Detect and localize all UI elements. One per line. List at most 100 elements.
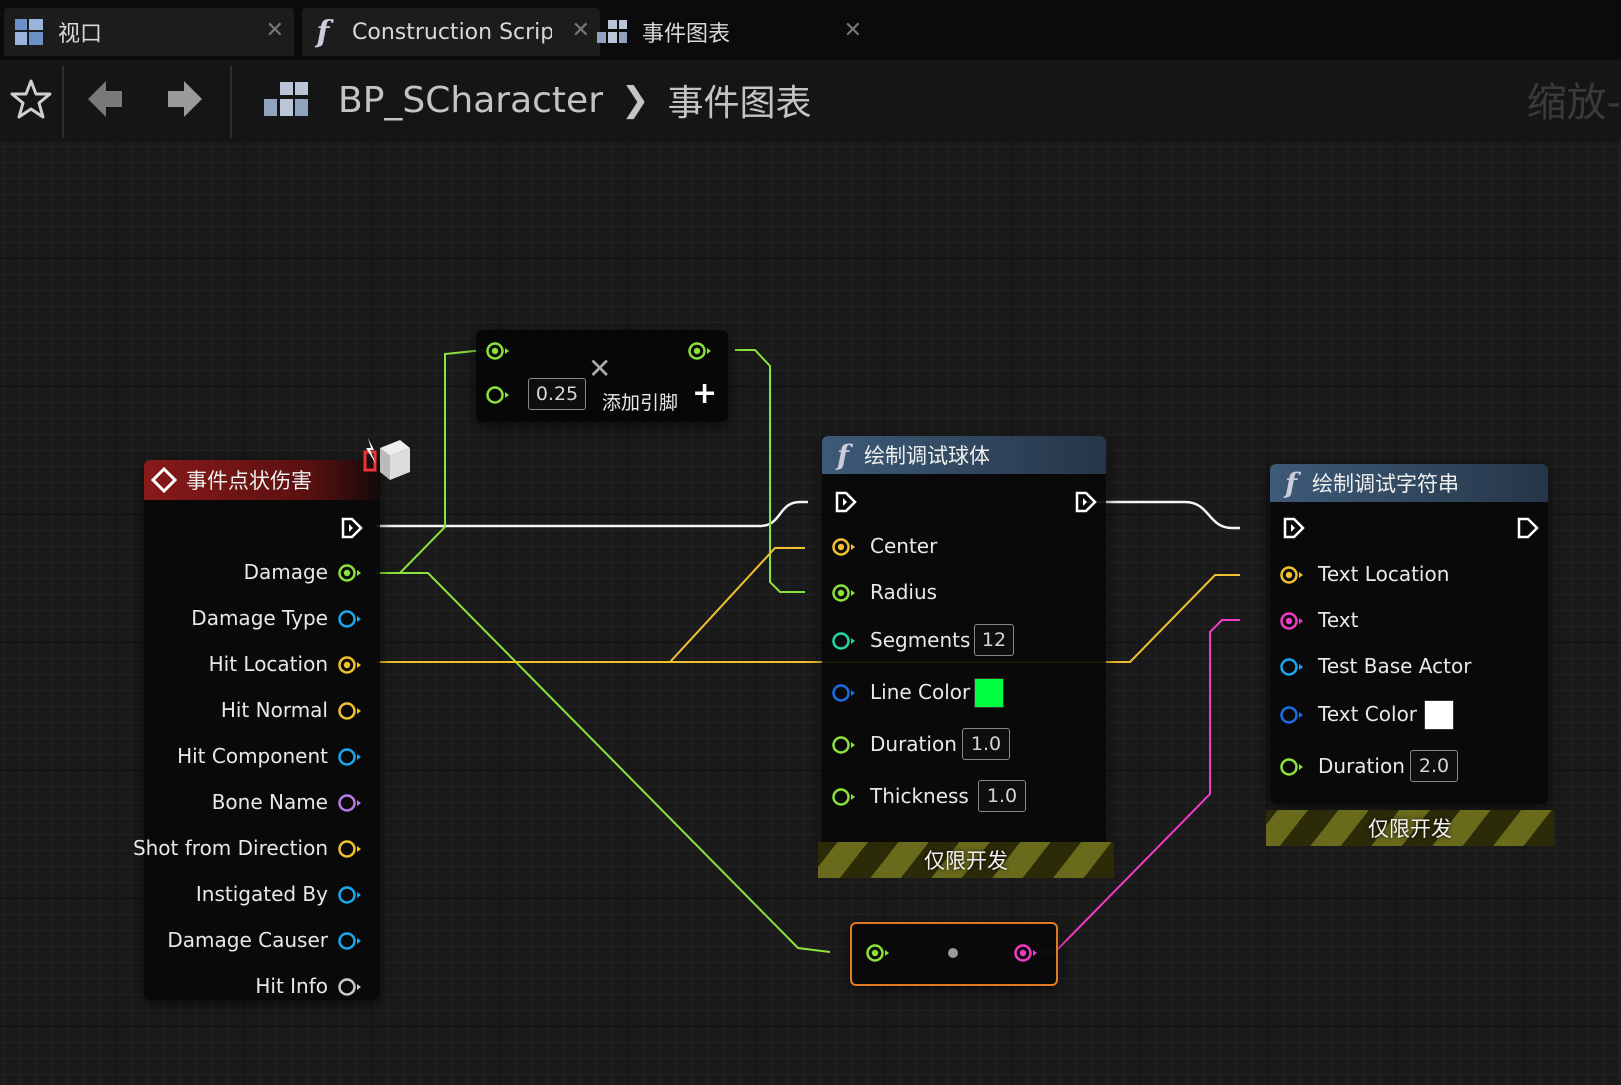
vector-input-pin[interactable] xyxy=(1278,564,1308,586)
function-icon: f xyxy=(1284,466,1298,500)
string-input-pin[interactable] xyxy=(1278,610,1308,632)
vector-input-pin[interactable] xyxy=(830,536,860,558)
segments-value-field[interactable]: 12 xyxy=(974,624,1014,656)
tab-construction-script[interactable]: f Construction Scrip ✕ xyxy=(302,8,600,56)
float-to-string-conversion-node[interactable] xyxy=(850,922,1058,986)
text-color-swatch[interactable] xyxy=(1424,700,1454,730)
tab-label: 事件图表 xyxy=(642,22,731,47)
float-input-pin[interactable] xyxy=(864,942,894,964)
object-output-pin[interactable] xyxy=(336,746,366,768)
close-icon[interactable]: ✕ xyxy=(571,18,590,43)
function-icon: f xyxy=(836,438,850,472)
float-input-pin-b[interactable] xyxy=(484,384,514,406)
float-input-pin[interactable] xyxy=(830,582,860,604)
output-pin-label: Hit Info xyxy=(255,974,328,998)
float-output-pin[interactable] xyxy=(336,562,366,584)
vector-output-pin[interactable] xyxy=(336,654,366,676)
close-icon[interactable]: ✕ xyxy=(843,18,862,43)
output-pin-label: Damage Causer xyxy=(167,928,328,952)
float-input-pin-a[interactable] xyxy=(484,340,514,362)
exec-output-pin[interactable] xyxy=(1516,516,1540,540)
struct-output-pin[interactable] xyxy=(336,976,366,998)
output-pin-label: Hit Location xyxy=(208,652,328,676)
exec-wire xyxy=(1080,500,1240,530)
pin-label-line-color: Line Color xyxy=(870,680,971,704)
float-input-pin[interactable] xyxy=(830,786,860,808)
duration-value-field[interactable]: 1.0 xyxy=(962,728,1010,760)
duration-value-field[interactable]: 2.0 xyxy=(1410,750,1458,782)
tab-viewport[interactable]: 视口 ✕ xyxy=(4,8,294,56)
exec-wire xyxy=(376,500,808,528)
tab-bar: 视口 ✕ f Construction Scrip ✕ 事件图表 ✕ xyxy=(0,0,1621,60)
pin-label-thickness: Thickness xyxy=(870,784,969,808)
chevron-right-icon: ❯ xyxy=(621,80,650,120)
back-arrow-icon[interactable] xyxy=(86,78,124,120)
exec-output-pin[interactable] xyxy=(340,516,364,540)
draw-debug-string-node[interactable]: f 绘制调试字符串 Text Location Text Test Base A… xyxy=(1270,464,1548,804)
vector-wire xyxy=(376,547,805,663)
draw-debug-sphere-node[interactable]: f 绘制调试球体 Center Radius Segments 12 Line … xyxy=(822,436,1106,850)
pin-label-segments: Segments xyxy=(870,628,971,652)
dev-only-label: 仅限开发 xyxy=(924,849,1008,873)
float-input-pin[interactable] xyxy=(1278,756,1308,778)
breadcrumb-graph[interactable]: 事件图表 xyxy=(667,83,812,124)
breadcrumb-blueprint[interactable]: BP_SCharacter xyxy=(338,79,603,121)
color-input-pin[interactable] xyxy=(1278,704,1308,726)
exec-output-pin[interactable] xyxy=(1074,490,1098,514)
float-wire xyxy=(400,572,831,953)
output-pin-label: Bone Name xyxy=(211,790,328,814)
object-output-pin[interactable] xyxy=(336,930,366,952)
forward-arrow-icon[interactable] xyxy=(166,78,204,120)
line-color-swatch[interactable] xyxy=(974,678,1004,708)
conversion-dot-icon xyxy=(948,948,958,958)
remove-pin-icon[interactable]: ✕ xyxy=(588,352,612,385)
float-input-pin[interactable] xyxy=(830,734,860,756)
output-pin-label: Damage xyxy=(243,560,328,584)
thickness-value-field[interactable]: 1.0 xyxy=(978,780,1026,812)
object-input-pin[interactable] xyxy=(1278,656,1308,678)
zoom-label: 缩放- xyxy=(1526,80,1621,126)
exec-input-pin[interactable] xyxy=(1282,516,1306,540)
object-output-pin[interactable] xyxy=(336,884,366,906)
pin-label-test-base-actor: Test Base Actor xyxy=(1318,654,1472,678)
pin-label-radius: Radius xyxy=(870,580,938,604)
float-wire xyxy=(735,349,805,593)
node-title: 绘制调试字符串 xyxy=(1312,472,1459,496)
output-pin-label: Hit Normal xyxy=(220,698,328,722)
add-pin-label[interactable]: 添加引脚 xyxy=(602,392,679,414)
pin-label-duration: Duration xyxy=(870,732,957,756)
node-title: 事件点状伤害 xyxy=(186,469,312,493)
event-graph-icon xyxy=(264,82,308,116)
float-wire xyxy=(376,349,485,574)
close-icon[interactable]: ✕ xyxy=(265,18,284,43)
development-only-banner: 仅限开发 xyxy=(1266,810,1554,846)
string-output-pin[interactable] xyxy=(1012,942,1042,964)
add-pin-icon[interactable]: + xyxy=(692,376,718,411)
output-pin-label: Instigated By xyxy=(195,882,328,906)
multiply-value-field[interactable]: 0.25 xyxy=(528,378,586,410)
vector-output-pin[interactable] xyxy=(336,838,366,860)
tab-event-graph[interactable]: 事件图表 ✕ xyxy=(597,8,898,56)
event-diamond-icon xyxy=(150,466,178,494)
vector-output-pin[interactable] xyxy=(336,700,366,722)
node-header[interactable]: f 绘制调试字符串 xyxy=(1270,464,1548,502)
multiply-node[interactable]: 0.25 ✕ 添加引脚 + xyxy=(476,330,728,422)
tab-label: 视口 xyxy=(58,22,103,47)
int-input-pin[interactable] xyxy=(830,630,860,652)
output-pin-label: Hit Component xyxy=(177,744,328,768)
development-only-banner: 仅限开发 xyxy=(818,842,1114,878)
name-output-pin[interactable] xyxy=(336,792,366,814)
node-header[interactable]: 事件点状伤害 xyxy=(144,460,380,500)
pin-label-center: Center xyxy=(870,534,938,558)
node-header[interactable]: f 绘制调试球体 xyxy=(822,436,1106,474)
float-output-pin[interactable] xyxy=(686,340,716,362)
object-output-pin[interactable] xyxy=(336,608,366,630)
breadcrumb: BP_SCharacter ❯ 事件图表 xyxy=(262,74,812,126)
viewport-icon xyxy=(15,19,43,45)
color-input-pin[interactable] xyxy=(830,682,860,704)
toolbar: BP_SCharacter ❯ 事件图表 缩放- xyxy=(0,60,1621,142)
exec-input-pin[interactable] xyxy=(834,490,858,514)
star-icon[interactable] xyxy=(10,78,52,120)
